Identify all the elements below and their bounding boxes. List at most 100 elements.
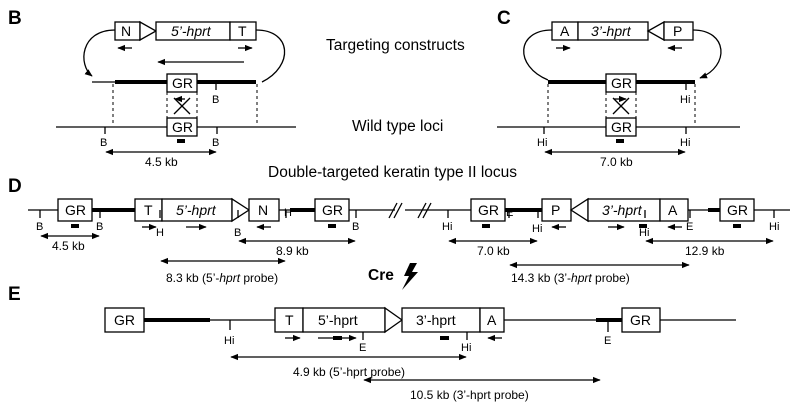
svg-text:P: P xyxy=(673,23,682,39)
svg-text:Hi: Hi xyxy=(680,137,690,149)
svg-text:5’-hprt: 5’-hprt xyxy=(171,23,212,39)
svg-text:A: A xyxy=(487,312,497,328)
svg-text:GR: GR xyxy=(172,119,193,135)
box-gr xyxy=(605,117,637,137)
probe xyxy=(328,224,336,228)
probe xyxy=(71,224,79,228)
box-n xyxy=(248,198,280,222)
svg-text:A: A xyxy=(668,202,678,218)
probe-fragment-label: 10.5 kb (3’-hprt probe) xyxy=(410,388,529,402)
svg-text:Hi: Hi xyxy=(639,227,649,239)
probe-fragment-label: 4.9 kb (5’-hprt probe) xyxy=(293,365,405,379)
svg-text:B: B xyxy=(212,137,219,149)
svg-text:B: B xyxy=(96,221,103,233)
panel-c-wild-type-locus: GR Hi Hi 7.0 kb xyxy=(497,117,740,169)
panel-label-e: E xyxy=(8,284,21,305)
probe xyxy=(639,224,647,228)
loxp-triangle xyxy=(139,20,158,42)
svg-text:Hi: Hi xyxy=(532,223,542,235)
svg-text:H: H xyxy=(284,207,292,219)
panel-c-targeting-construct: A 3’-hprt P GR Hi xyxy=(523,20,722,126)
fragment-size: 7.0 kb xyxy=(477,244,510,258)
svg-text:5’-hprt: 5’-hprt xyxy=(318,312,358,328)
probe xyxy=(177,139,185,143)
svg-text:GR: GR xyxy=(611,75,632,91)
svg-text:E: E xyxy=(604,335,611,347)
svg-text:Hi: Hi xyxy=(442,221,452,233)
panel-label-d: D xyxy=(8,176,22,197)
loxp-triangle xyxy=(231,197,251,223)
svg-text:GR: GR xyxy=(322,202,343,218)
probe xyxy=(440,336,449,340)
svg-text:GR: GR xyxy=(611,119,632,135)
svg-text:B: B xyxy=(100,137,107,149)
svg-text:A: A xyxy=(560,23,570,39)
svg-text:3’-hprt: 3’-hprt xyxy=(602,202,643,218)
heading-double-targeted-locus: Double-targeted keratin type II locus xyxy=(268,164,517,181)
box-gr xyxy=(621,307,661,333)
svg-text:B: B xyxy=(36,221,43,233)
probe xyxy=(482,224,490,228)
svg-text:E: E xyxy=(359,342,366,354)
fragment-size: 7.0 kb xyxy=(600,155,633,169)
panel-b-targeting-construct: N 5’-hprt T GR B xyxy=(83,20,286,126)
fragment-size: 4.5 kb xyxy=(145,155,178,169)
box-gr xyxy=(605,73,637,93)
cre-label: Cre xyxy=(368,267,394,284)
svg-text:3’-hprt: 3’-hprt xyxy=(591,23,632,39)
loxp-triangle xyxy=(384,306,404,334)
box-gr xyxy=(719,198,755,222)
lightning-icon xyxy=(402,263,418,290)
panel-d-locus: GR T 5’-hprt N GR GR P 3’-hprt A GR xyxy=(28,197,790,285)
svg-text:T: T xyxy=(144,202,153,218)
svg-text:E: E xyxy=(686,221,693,233)
svg-text:GR: GR xyxy=(630,312,651,328)
box-gr xyxy=(166,73,198,93)
box-t xyxy=(229,21,257,41)
panel-label-b: B xyxy=(8,8,22,29)
svg-text:B: B xyxy=(352,221,359,233)
svg-text:B: B xyxy=(234,227,241,239)
svg-text:3’-hprt: 3’-hprt xyxy=(416,312,456,328)
box-gr xyxy=(166,117,198,137)
probe-fragment-label: 8.3 kb (5’-hprt probe) xyxy=(166,271,278,285)
svg-text:Hi: Hi xyxy=(224,335,234,347)
svg-text:H: H xyxy=(156,227,164,239)
box-a xyxy=(479,307,505,333)
svg-text:E: E xyxy=(506,207,513,219)
box-5-hprt xyxy=(302,307,386,333)
box-t xyxy=(274,307,304,333)
svg-text:Hi: Hi xyxy=(537,137,547,149)
loxp-triangle xyxy=(646,20,665,42)
svg-text:GR: GR xyxy=(727,202,748,218)
panel-b-wild-type-locus: GR B B 4.5 kb xyxy=(56,117,296,169)
box-a xyxy=(659,198,689,222)
box-gr xyxy=(104,307,145,333)
probe xyxy=(616,139,624,143)
probe-fragment-label: 14.3 kb (3’-hprt probe) xyxy=(511,271,630,285)
heading-targeting-constructs: Targeting constructs xyxy=(326,37,465,54)
svg-text:GR: GR xyxy=(478,202,499,218)
svg-text:GR: GR xyxy=(172,75,193,91)
box-gr xyxy=(314,198,350,222)
svg-text:N: N xyxy=(121,23,131,39)
svg-text:Hi: Hi xyxy=(680,94,690,106)
box-3-hprt xyxy=(401,307,481,333)
svg-text:GR: GR xyxy=(65,202,86,218)
svg-text:P: P xyxy=(551,202,560,218)
probe xyxy=(733,224,741,228)
svg-text:T: T xyxy=(238,23,247,39)
fragment-size: 4.5 kb xyxy=(52,239,85,253)
svg-text:B: B xyxy=(212,94,219,106)
svg-text:Hi: Hi xyxy=(769,221,779,233)
loxp-triangle xyxy=(569,197,589,223)
heading-wild-type-loci: Wild type loci xyxy=(352,118,443,135)
svg-text:T: T xyxy=(285,312,294,328)
svg-text:N: N xyxy=(258,202,268,218)
box-gr xyxy=(470,198,506,222)
svg-text:GR: GR xyxy=(114,312,135,328)
box-p xyxy=(663,21,694,41)
panel-label-c: C xyxy=(497,8,511,29)
panel-e-locus: GR T 5’-hprt 3’-hprt A GR Hi E Hi E 4.9 … xyxy=(104,306,736,402)
